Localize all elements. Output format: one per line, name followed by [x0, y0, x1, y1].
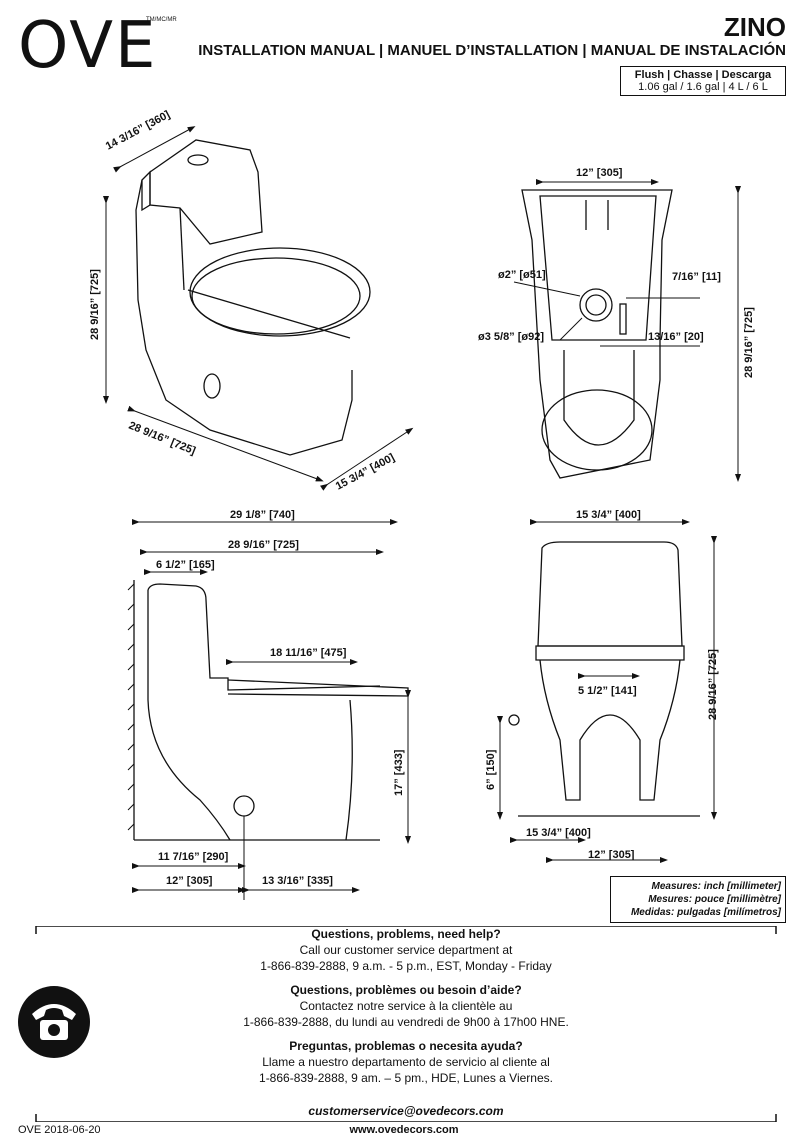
dim-front-height: 28 9/16” [725] — [707, 649, 719, 720]
dim-side-roughin: 12” [305] — [166, 875, 213, 887]
dim-front-roughin: 12” [305] — [588, 849, 635, 861]
dim-iso-height: 28 9/16” [725] — [89, 269, 101, 340]
help-box: Questions, problems, need help? Call our… — [18, 926, 777, 1122]
help-fr-line2: 1-866-839-2888, du lundi au vendredi de … — [243, 1015, 569, 1029]
dim-side-front: 13 3/16” [335] — [262, 875, 333, 887]
help-es-line2: 1-866-839-2888, 9 am. – 5 pm., HDE, Lune… — [259, 1071, 553, 1085]
website-link[interactable]: www.ovedecors.com — [349, 1124, 459, 1136]
footer-date: OVE 2018-06-20 — [18, 1124, 101, 1136]
front-dim-lines — [497, 519, 717, 863]
help-fr-line1: Contactez notre service à la clientèle a… — [299, 999, 513, 1013]
dim-top-outlet-dia: ø2” [ø51] — [498, 269, 546, 281]
dim-top-bolt-dist: 13/16” [20] — [648, 331, 704, 343]
dim-side-depth: 28 9/16” [725] — [228, 539, 299, 551]
side-view — [127, 580, 409, 841]
dim-top-bolt-offset: 7/16” [11] — [672, 271, 721, 283]
dim-side-outlet: 11 7/16” [290] — [158, 851, 229, 863]
dim-top-flange-dia: ø3 5/8” [ø92] — [478, 331, 544, 343]
legend-es: Medidas: pulgadas [milímetros] — [630, 907, 781, 918]
help-en-line1: Call our customer service department at — [299, 943, 513, 957]
dim-top-width: 12” [305] — [576, 167, 623, 179]
dim-front-supply: 6” [150] — [485, 749, 497, 790]
flush-label: Flush | Chasse | Descarga — [634, 69, 772, 81]
legend-fr: Mesures: pouce [millimètre] — [648, 894, 781, 905]
dim-side-seat-height: 17” [433] — [393, 749, 405, 796]
dim-side-seat: 18 11/16” [475] — [270, 647, 347, 659]
help-fr-title: Questions, problèmes ou besoin d’aide? — [290, 983, 522, 997]
top-dim-lines — [513, 179, 741, 482]
dim-iso-width: 15 3/4” [400] — [334, 451, 397, 492]
dim-front-hinge: 5 1/2” [141] — [578, 685, 637, 697]
dim-iso-depth: 28 9/16” [725] — [127, 420, 198, 458]
dim-side-total: 29 1/8” [740] — [230, 509, 295, 521]
dim-top-height: 28 9/16” [725] — [743, 307, 755, 378]
isometric-view — [135, 139, 371, 456]
model-name: ZINO — [723, 12, 786, 42]
flush-value: 1.06 gal / 1.6 gal | 4 L / 6 L — [638, 81, 768, 93]
help-box-frame — [18, 926, 777, 1122]
brand-logo-text: OVE — [18, 9, 158, 83]
dim-front-width: 15 3/4” [400] — [576, 509, 641, 521]
side-dim-lines — [132, 519, 411, 900]
help-en-line2: 1-866-839-2888, 9 a.m. - 5 p.m., EST, Mo… — [260, 959, 552, 973]
support-email-link[interactable]: customerservice@ovedecors.com — [308, 1104, 504, 1118]
isometric-dim-lines — [103, 126, 414, 491]
dim-side-tank: 6 1/2” [165] — [156, 559, 215, 571]
legend-en: Measures: inch [millimeter] — [651, 881, 781, 892]
manual-title: INSTALLATION MANUAL | MANUEL D’INSTALLAT… — [198, 42, 786, 59]
help-text: Questions, problems, need help? Call our… — [36, 926, 776, 1086]
help-en-title: Questions, problems, need help? — [311, 927, 501, 941]
flush-box: Flush | Chasse | Descarga 1.06 gal / 1.6… — [620, 66, 786, 96]
dim-front-base: 15 3/4” [400] — [526, 827, 591, 839]
top-view — [521, 189, 673, 479]
measures-legend: Measures: inch [millimeter] Mesures: pou… — [610, 876, 786, 923]
front-view — [508, 541, 700, 817]
help-es-title: Preguntas, problemas o necesita ayuda? — [289, 1039, 523, 1053]
technical-drawings: 14 3/16” [360] 28 9/16” [725] 28 9/16” [… — [89, 109, 755, 900]
brand-logo: OVE — [18, 14, 157, 78]
trademark: TM/MC/MR — [146, 17, 177, 23]
help-es-line1: Llame a nuestro departamento de servicio… — [262, 1055, 550, 1069]
dim-iso-tank-width: 14 3/16” [360] — [104, 109, 173, 153]
